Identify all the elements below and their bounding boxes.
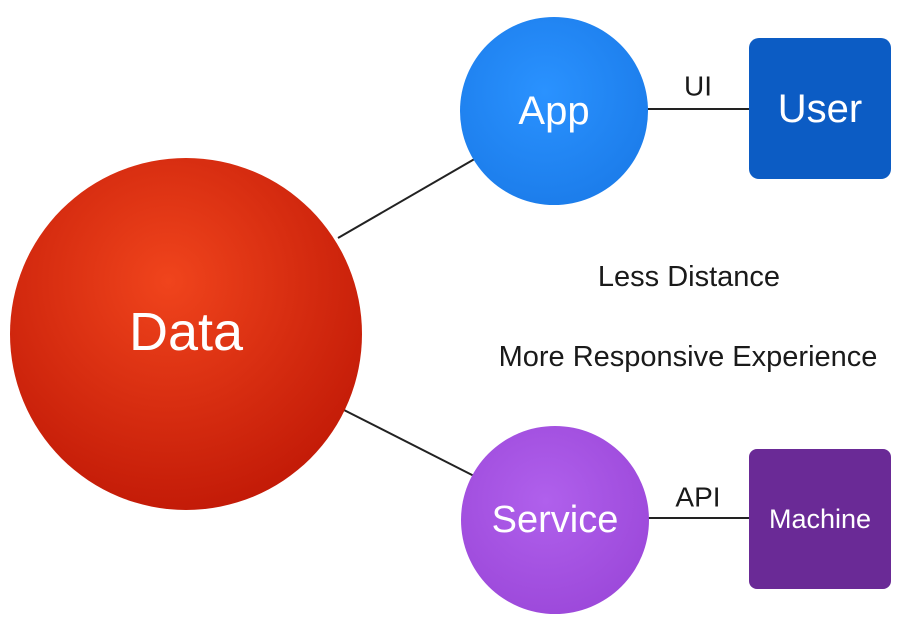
- node-app-circle: [460, 17, 648, 205]
- edge-data-app: [337, 156, 479, 239]
- node-data: Data: [10, 158, 362, 510]
- edge-label-ui: UI: [684, 71, 712, 102]
- node-app-label: App: [518, 89, 589, 133]
- node-user-box: [749, 38, 891, 179]
- caption-less-distance: Less Distance: [598, 261, 780, 293]
- caption-responsive-experience: More Responsive Experience: [499, 341, 878, 373]
- node-user: User: [749, 38, 891, 179]
- node-data-circle: [10, 158, 362, 510]
- node-service-circle: [461, 426, 649, 614]
- node-service: Service: [461, 426, 649, 614]
- node-user-label: User: [778, 87, 862, 131]
- edge-label-api: API: [675, 482, 720, 513]
- node-machine-label: Machine: [769, 504, 871, 534]
- edge-data-service: [339, 407, 479, 479]
- node-app: App: [460, 17, 648, 205]
- node-service-label: Service: [492, 499, 619, 541]
- node-data-label: Data: [129, 302, 244, 362]
- node-machine-box: [749, 449, 891, 589]
- node-machine: Machine: [749, 449, 891, 589]
